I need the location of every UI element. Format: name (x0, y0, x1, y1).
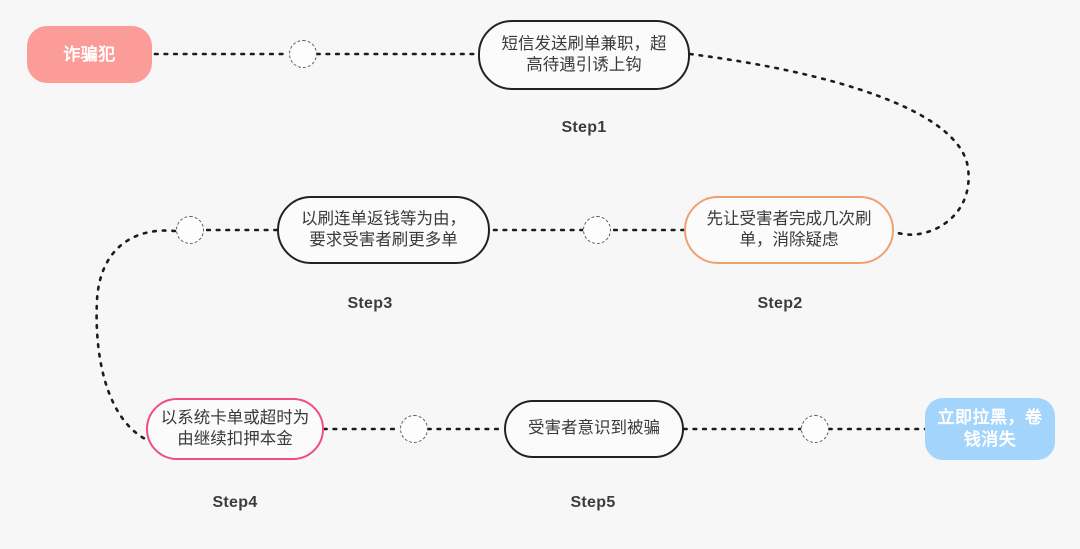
connector-joint-2[interactable] (583, 216, 611, 244)
node-end[interactable]: 立即拉黑，卷 钱消失 (925, 398, 1055, 460)
node-step4[interactable]: 以系统卡单或超时为 由继续扣押本金 (146, 398, 324, 460)
connector-joint-1[interactable] (289, 40, 317, 68)
node-step5[interactable]: 受害者意识到被骗 (504, 400, 684, 458)
node-step1[interactable]: 短信发送刷单兼职，超 高待遇引诱上钩 (478, 20, 690, 90)
step-label-step4: Step4 (212, 494, 258, 511)
step-label-step3: Step3 (347, 295, 393, 312)
step-label-step2: Step2 (757, 295, 803, 312)
step-label-step5: Step5 (570, 494, 616, 511)
connector-joint-4[interactable] (400, 415, 428, 443)
node-step3[interactable]: 以刷连单返钱等为由， 要求受害者刷更多单 (277, 196, 490, 264)
step-label-step1: Step1 (561, 119, 607, 136)
node-step2[interactable]: 先让受害者完成几次刷 单，消除疑虑 (684, 196, 894, 264)
connector-joint-3[interactable] (176, 216, 204, 244)
node-start[interactable]: 诈骗犯 (27, 26, 152, 83)
connector-joint-5[interactable] (801, 415, 829, 443)
